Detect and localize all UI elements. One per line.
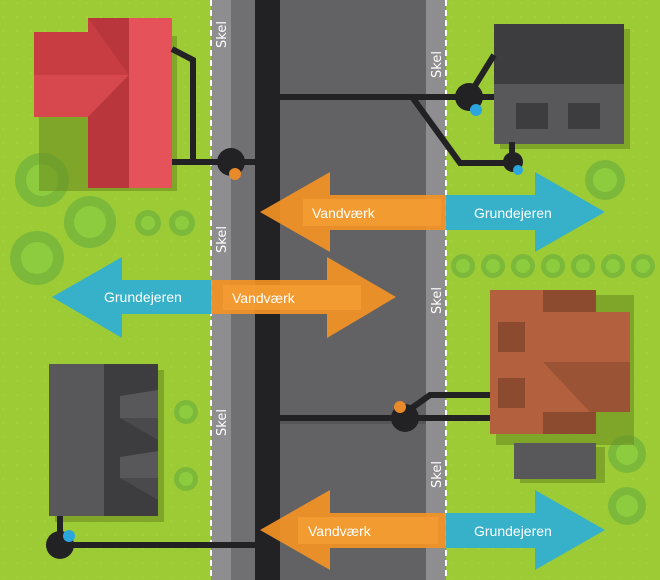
arrow-utility-top: Vandværk	[260, 172, 446, 252]
house-dark-top-right	[494, 24, 630, 149]
arrow-label: Vandværk	[308, 523, 372, 539]
house-dark-bottom-left	[49, 364, 164, 522]
boundary-label: Skel	[215, 409, 230, 436]
boundary-label: Skel	[215, 226, 230, 253]
bushes	[10, 153, 655, 525]
arrow-label: Vandværk	[312, 205, 376, 221]
boundary-label: Skel	[215, 21, 230, 48]
boundary-label: Skel	[430, 461, 445, 488]
arrow-owner-top: Grundejeren	[446, 172, 605, 252]
owner-stopcock-icon	[513, 165, 523, 175]
owner-stopcock-icon	[63, 530, 75, 542]
arrow-owner-mid: Grundejeren	[52, 257, 211, 338]
valves	[46, 83, 523, 559]
arrow-owner-bottom: Grundejeren	[446, 490, 605, 570]
arrow-label: Grundejeren	[104, 289, 182, 305]
house-red	[34, 18, 177, 191]
sidewalk-right	[426, 0, 446, 580]
utility-stopcock-icon	[394, 401, 406, 413]
arrow-label: Vandværk	[232, 290, 296, 306]
utility-stopcock-icon	[229, 168, 241, 180]
arrow-label: Grundejeren	[474, 205, 552, 221]
boundary-label: Skel	[430, 287, 445, 314]
arrow-utility-mid: Vandværk	[211, 257, 396, 338]
arrow-label: Grundejeren	[474, 523, 552, 539]
owner-stopcock-icon	[470, 104, 482, 116]
road-seam	[280, 420, 426, 424]
boundary-label: Skel	[430, 51, 445, 78]
arrow-utility-bottom: Vandværk	[260, 490, 446, 570]
house-brown	[490, 290, 634, 483]
